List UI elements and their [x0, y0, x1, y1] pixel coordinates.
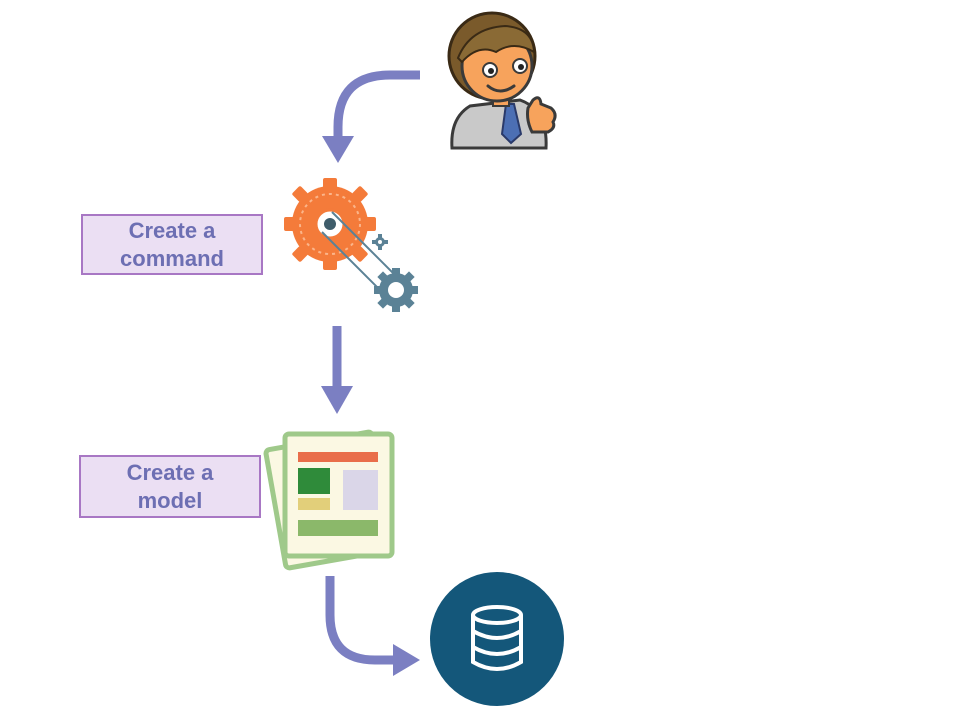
create-command-label-line1: Create a — [128, 217, 216, 243]
arrow-command-to-model — [321, 326, 353, 414]
create-model-label-line2: model — [137, 487, 203, 513]
arrow-model-to-database — [325, 576, 420, 676]
create-command-label: Create a command — [81, 214, 263, 275]
arrow-user-to-command — [322, 70, 420, 163]
create-command-label-line2: command — [120, 245, 224, 271]
create-model-label-line1: Create a — [126, 459, 214, 485]
create-model-label: Create a model — [79, 455, 261, 518]
